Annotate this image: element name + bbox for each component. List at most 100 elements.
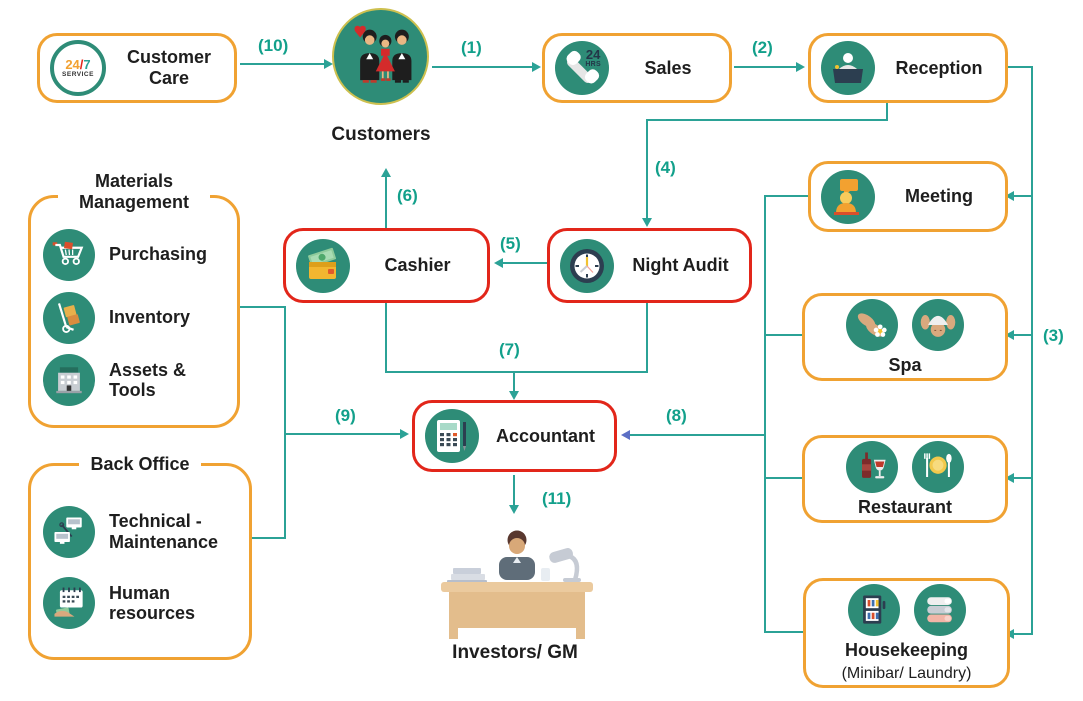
accountant-calculator-icon <box>425 409 479 463</box>
connector-8-housekeeping <box>766 631 803 633</box>
flow-label-6: (6) <box>397 186 418 205</box>
arrowhead-6 <box>381 168 391 177</box>
arrowhead-3-restaurant <box>1005 473 1014 483</box>
materials-item-purchasing: Purchasing <box>43 228 227 281</box>
arrowhead-1 <box>532 62 541 72</box>
node-customers <box>332 8 429 105</box>
connector-5 <box>503 262 547 264</box>
connector-3-out <box>1008 66 1033 68</box>
connector-8-spa <box>766 334 802 336</box>
sales-label: Sales <box>644 57 692 78</box>
towels-icon <box>913 583 966 636</box>
connector-8-meeting <box>766 195 808 197</box>
back-office-title: Back Office <box>79 454 201 475</box>
connector-6 <box>385 177 387 228</box>
connector-8-spine <box>764 195 766 633</box>
flow-label-5: (5) <box>500 234 521 253</box>
back-office-item-hr: Human resources <box>43 577 239 630</box>
wine-bottle-glass-icon <box>846 440 898 493</box>
arrowhead-7 <box>509 391 519 400</box>
materials-item-inventory: Inventory <box>43 291 227 344</box>
restaurant-label: Restaurant <box>857 496 953 517</box>
human-resources-label: Human resources <box>109 582 196 624</box>
connector-9 <box>284 433 400 435</box>
investors-gm-desk-illustration <box>437 524 597 644</box>
node-accountant: Accountant <box>412 400 617 472</box>
housekeeping-label: Housekeeping <box>844 639 969 660</box>
spa-label: Spa <box>888 354 922 375</box>
connector-11 <box>513 475 515 505</box>
node-customer-care: 24/7 SERVICE Customer Care <box>37 33 237 103</box>
manicure-hands-icon <box>846 298 898 351</box>
investors-gm-label: Investors/ GM <box>452 642 578 663</box>
purchasing-cart-icon <box>43 228 95 281</box>
cashier-label: Cashier <box>384 255 451 276</box>
connector-7-audit-drop <box>646 303 648 373</box>
night-audit-label: Night Audit <box>632 255 729 276</box>
spa-icons-row <box>846 298 964 351</box>
arrowhead-4 <box>642 218 652 227</box>
connector-9-materials <box>240 306 286 308</box>
node-reception: Reception <box>808 33 1008 103</box>
housekeeping-icons-row <box>847 583 966 636</box>
flow-label-4: (4) <box>655 158 676 177</box>
connector-9-backoffice <box>252 537 286 539</box>
materials-item-assets-tools: Assets & Tools <box>43 354 227 407</box>
arrowhead-11 <box>509 505 519 514</box>
meeting-label: Meeting <box>904 186 973 207</box>
node-spa: Spa <box>802 293 1008 381</box>
reception-label: Reception <box>895 57 983 78</box>
connector-4-drop <box>886 103 888 121</box>
connector-10 <box>240 63 324 65</box>
restaurant-icons-row <box>846 440 964 493</box>
purchasing-label: Purchasing <box>109 244 208 265</box>
connector-3-housekeeping <box>1014 633 1033 635</box>
technical-maintenance-label: Technical - Maintenance <box>109 510 219 552</box>
connector-3-restaurant <box>1014 477 1033 479</box>
facial-massage-icon <box>912 298 964 351</box>
connector-4-down <box>646 119 648 218</box>
connector-1 <box>432 66 532 68</box>
plate-cutlery-icon <box>912 440 964 493</box>
flow-label-2: (2) <box>752 38 773 57</box>
reception-desk-icon <box>821 41 875 95</box>
minibar-icon <box>847 583 900 636</box>
materials-management-title: Materials Management <box>58 171 210 213</box>
group-materials-management: Materials Management Purchasing <box>28 171 240 428</box>
arrowhead-8 <box>621 430 630 440</box>
flow-label-1: (1) <box>461 38 482 57</box>
connector-3-spa <box>1014 334 1033 336</box>
node-night-audit: Night Audit <box>547 228 752 303</box>
flow-label-9: (9) <box>335 406 356 425</box>
flow-label-7: (7) <box>499 340 520 359</box>
connector-3-spine <box>1031 66 1033 635</box>
node-cashier: Cashier <box>283 228 490 303</box>
arrowhead-10 <box>324 59 333 69</box>
arrowhead-3-meeting <box>1005 191 1014 201</box>
meeting-person-icon <box>821 169 875 224</box>
flow-label-8: (8) <box>666 406 687 425</box>
hr-calendar-icon <box>43 577 95 630</box>
flow-label-3: (3) <box>1043 326 1064 345</box>
housekeeping-sublabel: (Minibar/ Laundry) <box>841 664 972 682</box>
back-office-item-technical: Technical - Maintenance <box>43 505 239 558</box>
connector-8-restaurant <box>766 477 802 479</box>
customers-label: Customers <box>331 124 431 145</box>
assets-building-icon <box>43 354 95 407</box>
assets-tools-label: Assets & Tools <box>109 359 187 401</box>
inventory-handtruck-icon <box>43 291 95 344</box>
accountant-label: Accountant <box>496 425 595 446</box>
flow-label-10: (10) <box>258 36 289 55</box>
node-meeting: Meeting <box>808 161 1008 232</box>
technical-monitors-icon <box>43 505 95 558</box>
connector-4-across <box>646 119 888 121</box>
arrowhead-2 <box>796 62 805 72</box>
node-restaurant: Restaurant <box>802 435 1008 523</box>
connector-2 <box>734 66 796 68</box>
connector-3-meeting <box>1014 195 1033 197</box>
arrowhead-9 <box>400 429 409 439</box>
